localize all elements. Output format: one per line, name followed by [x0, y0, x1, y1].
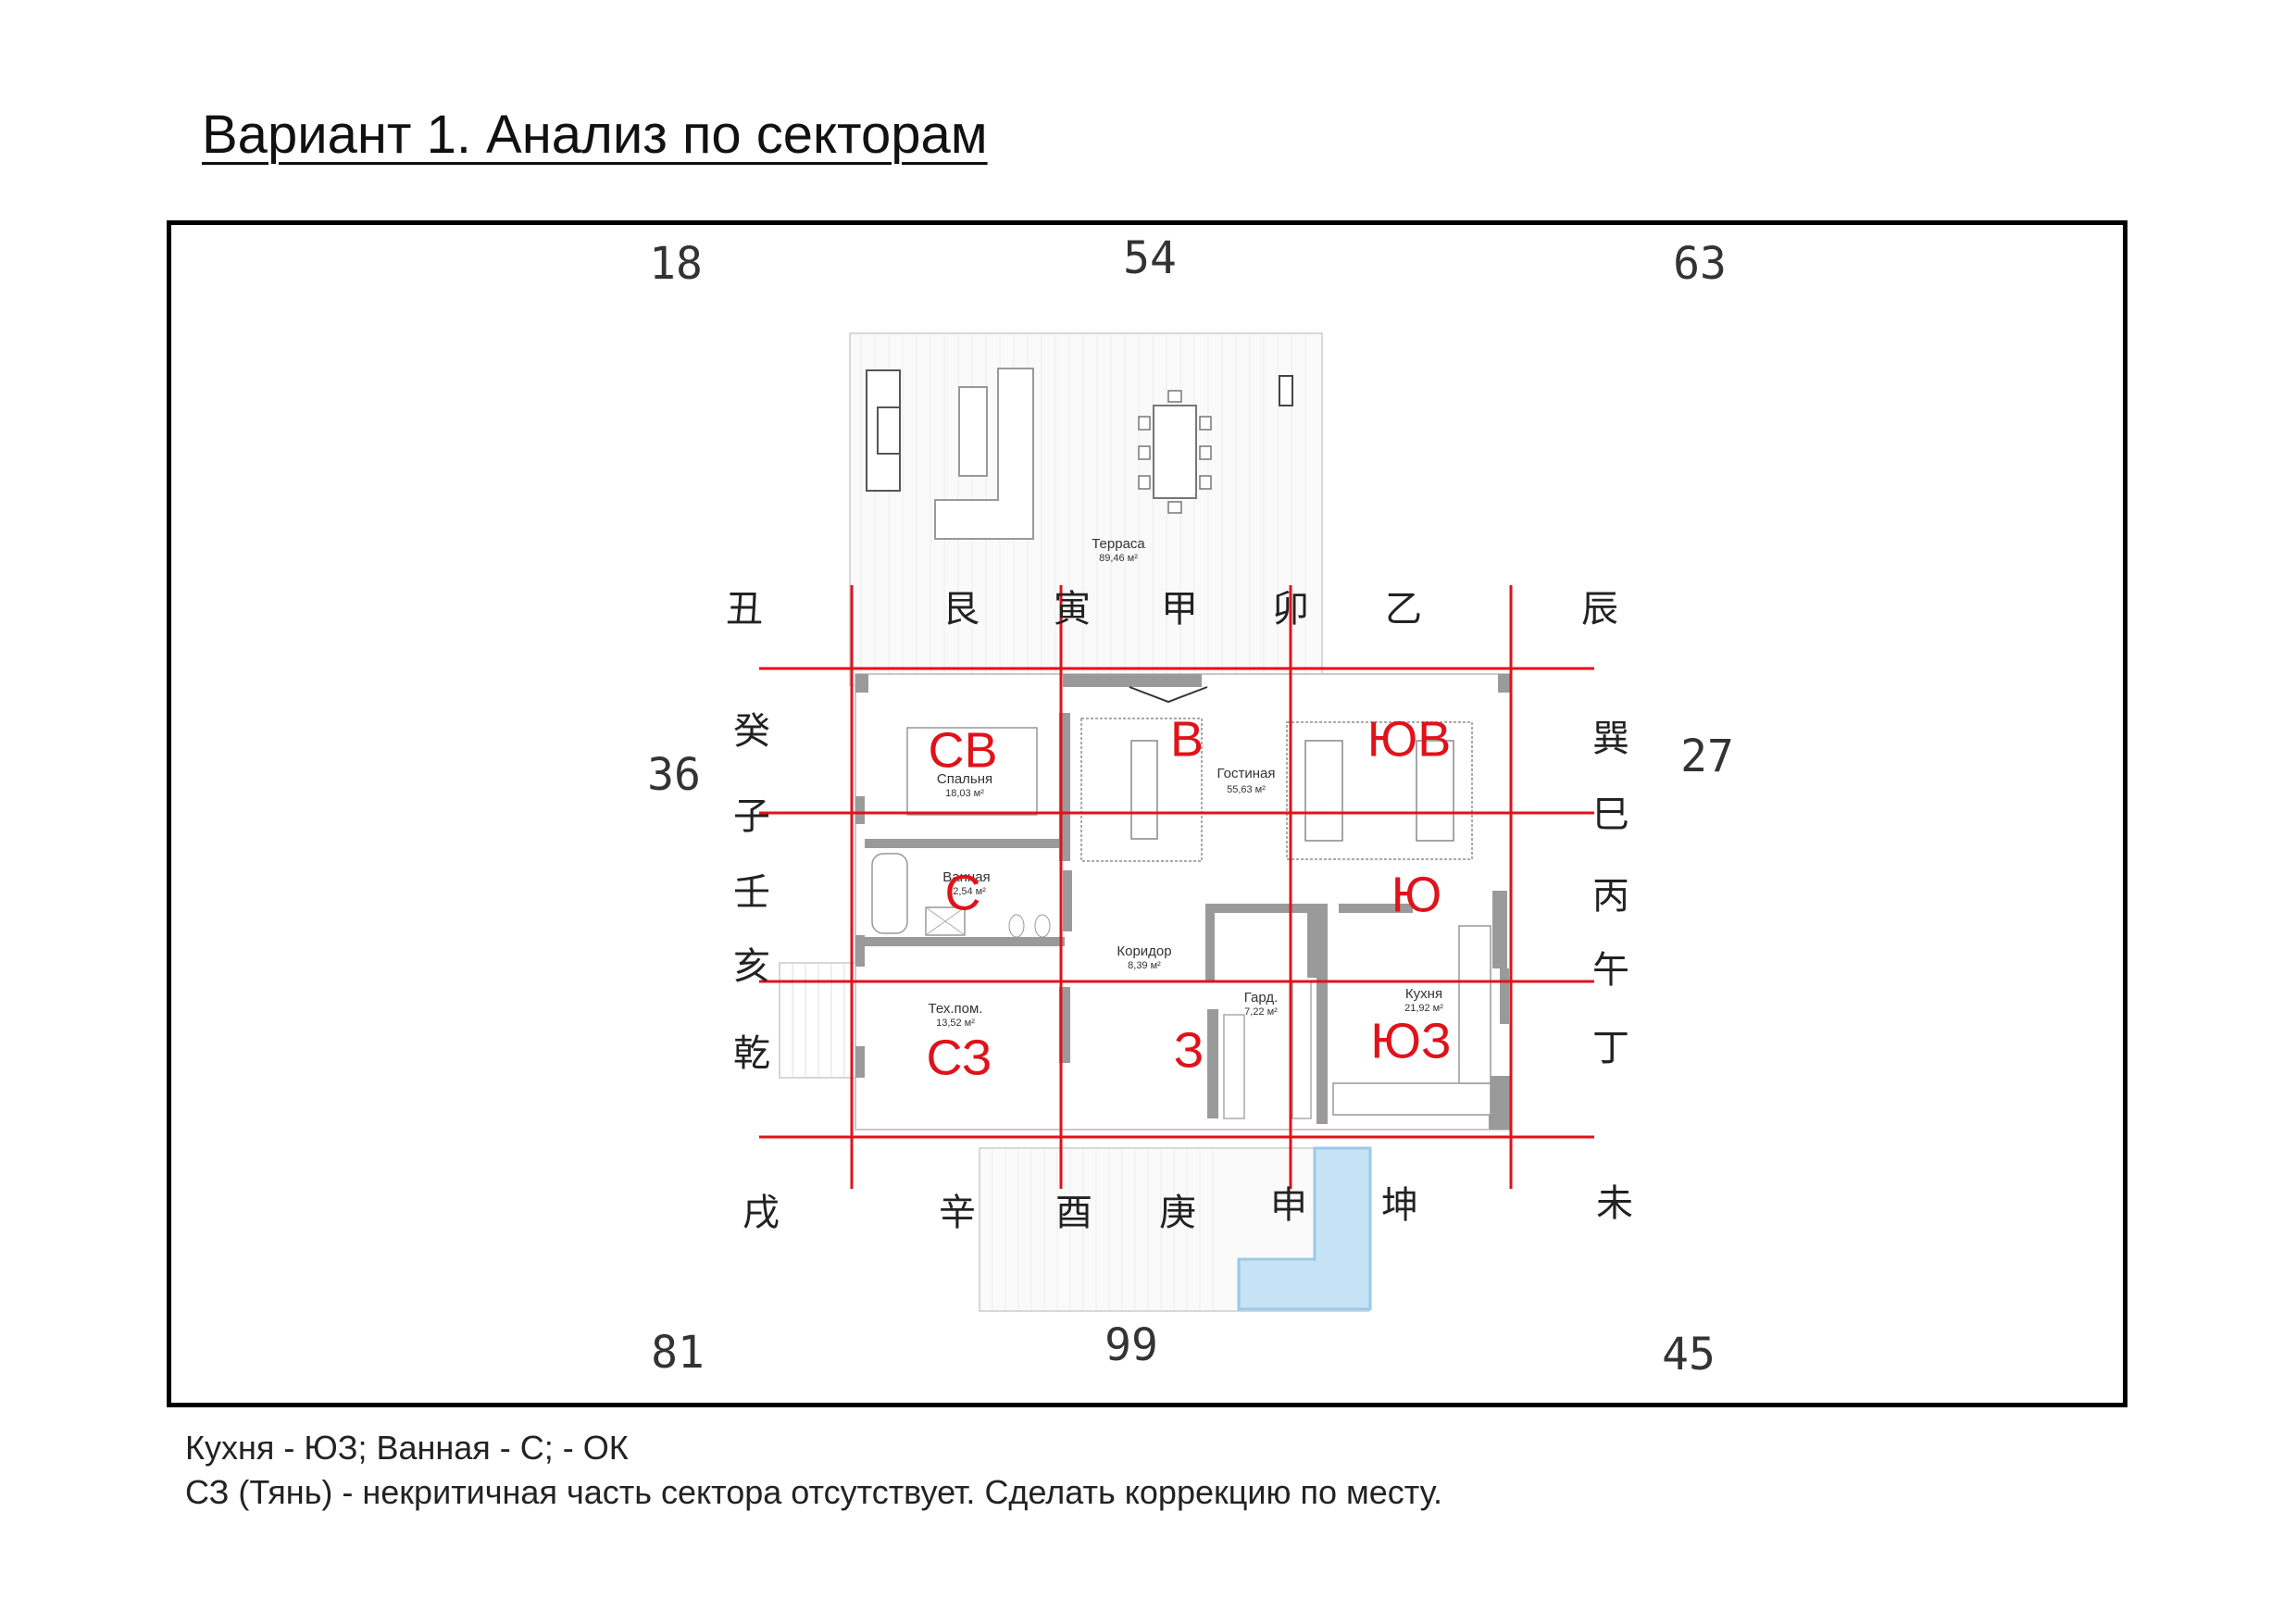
sector-label-v: В	[1170, 711, 1204, 767]
glyph-right-5: 丁	[1592, 1027, 1629, 1069]
tech-room-label: Тех.пом.	[929, 1001, 983, 1017]
notes: Кухня - ЮЗ; Ванная - С; - ОК СЗ (Тянь) -…	[185, 1426, 1442, 1515]
tech-room-area-value: 13,52 м²	[936, 1018, 975, 1029]
sector-label-yu: Ю	[1391, 867, 1442, 922]
bedroom-label: Спальня	[937, 771, 992, 787]
glyph-top-5: 卯	[1272, 588, 1309, 631]
lower-terrace-and-pool	[979, 1146, 1372, 1312]
kitchen-area-value: 21,92 м²	[1404, 1003, 1443, 1014]
corridor-label: Коридор	[1117, 943, 1171, 959]
sector-label-z: З	[1174, 1022, 1204, 1078]
glyph-top-2: 艮	[942, 588, 980, 631]
wardrobe-label: Гард.	[1244, 990, 1279, 1006]
wardrobe-area-value: 7,22 м²	[1244, 1006, 1278, 1018]
number-s: 99	[1104, 1319, 1158, 1371]
terrace-label: Терраса	[1092, 536, 1145, 552]
living-label: Гостиная	[1217, 766, 1276, 781]
glyph-left-3: 壬	[733, 871, 770, 914]
glyph-bottom-6: 坤	[1381, 1184, 1418, 1227]
glyph-left-1: 癸	[733, 710, 770, 753]
number-ne: 63	[1673, 238, 1727, 290]
glyph-top-6: 乙	[1385, 588, 1422, 631]
bedroom-area-value: 18,03 м²	[945, 788, 984, 799]
corridor-area-value: 8,39 м²	[1128, 960, 1161, 971]
glyph-left-2: 子	[733, 795, 770, 838]
glyph-bottom-1: 戌	[742, 1192, 780, 1234]
number-se: 45	[1662, 1329, 1716, 1380]
page-title: Вариант 1. Анализ по секторам	[202, 105, 988, 165]
living-area-value: 55,63 м²	[1227, 784, 1266, 795]
terrace-area: Терраса 89,46 м²	[849, 332, 1323, 686]
glyph-bottom-7: 未	[1596, 1182, 1633, 1225]
bath-area-value: 12,54 м²	[947, 886, 986, 897]
terrace-area-value: 89,46 м²	[1099, 553, 1138, 564]
sector-label-s: С	[945, 865, 981, 920]
number-nw: 18	[649, 238, 703, 290]
glyph-left-4: 亥	[733, 945, 770, 988]
note-line-1: Кухня - ЮЗ; Ванная - С; - ОК	[185, 1429, 629, 1467]
bath-label: Ванная	[942, 869, 990, 885]
glyph-bottom-4: 庚	[1159, 1192, 1196, 1234]
glyph-bottom-2: 辛	[939, 1192, 976, 1234]
glyph-top-7: 辰	[1581, 588, 1618, 631]
glyph-right-2: 巳	[1592, 793, 1629, 836]
glyph-right-1: 巽	[1592, 718, 1629, 760]
sector-label-yuz: ЮЗ	[1370, 1013, 1451, 1068]
glyph-left-5: 乾	[733, 1032, 770, 1075]
sector-label-sz: СЗ	[926, 1030, 992, 1085]
kitchen-label: Кухня	[1405, 986, 1442, 1002]
glyph-top-1: 丑	[726, 588, 763, 631]
house-footprint: Спальня 18,03 м² Гостиная 55,63 м² Ванна…	[779, 673, 1512, 1131]
note-line-2: СЗ (Тянь) - некритичная часть сектора от…	[185, 1473, 1443, 1511]
number-e: 27	[1680, 731, 1734, 782]
glyph-bottom-3: 酉	[1055, 1192, 1092, 1234]
sector-grid	[759, 585, 1594, 1189]
sector-label-yuv: ЮВ	[1367, 711, 1452, 767]
glyph-top-4: 甲	[1161, 588, 1198, 631]
number-n: 54	[1123, 232, 1177, 284]
glyph-right-4: 午	[1592, 949, 1629, 992]
glyph-right-3: 丙	[1592, 875, 1629, 918]
diagram-frame	[167, 220, 2128, 1407]
number-sw: 81	[651, 1327, 705, 1379]
number-w: 36	[647, 749, 701, 801]
glyph-top-3: 寅	[1054, 588, 1091, 631]
glyph-bottom-5: 申	[1270, 1184, 1307, 1227]
sector-label-sv: СВ	[928, 722, 997, 778]
